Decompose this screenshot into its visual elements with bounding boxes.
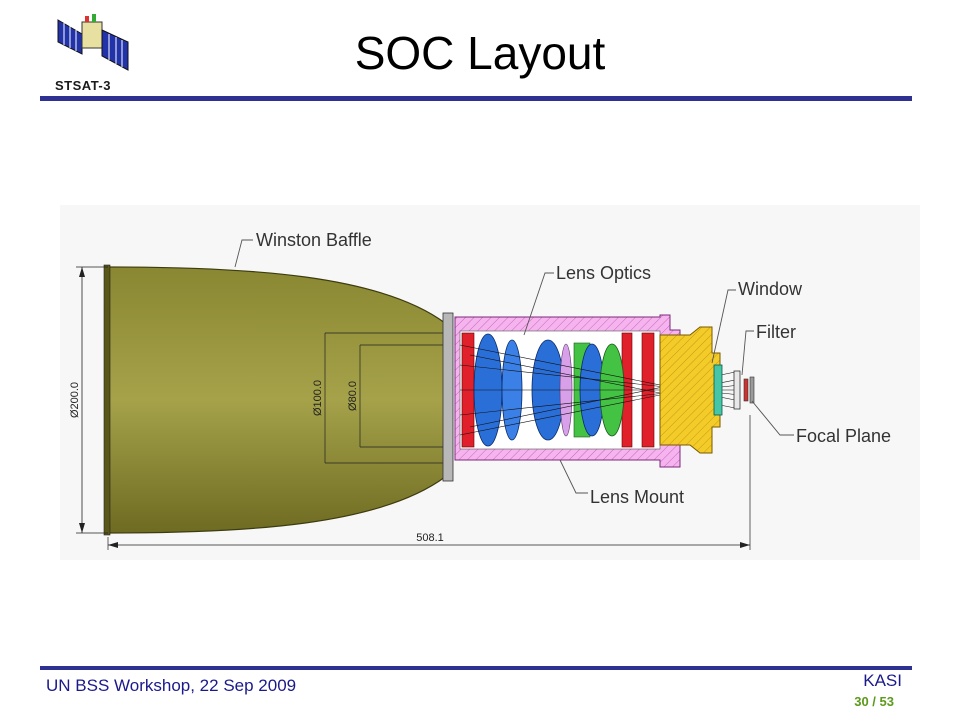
footer-org: KASI [863,671,902,690]
inner-diameter-dimension: Ø80.0 [347,381,359,411]
winston-baffle-shape [107,266,446,534]
window-label: Window [738,279,803,299]
footer-event: UN BSS Workshop, 22 Sep 2009 [46,676,297,695]
lens-optics-label: Lens Optics [556,263,651,283]
lens-mount-label: Lens Mount [590,487,684,507]
focal-plane-label: Focal Plane [796,426,891,446]
winston-baffle-label: Winston Baffle [256,230,372,250]
outer-diameter-dimension: Ø200.0 [69,382,81,418]
page-number: 30 / 53 [854,694,894,709]
detector-housing-shape [659,326,721,454]
soc-layout-diagram: Ø200.0 Ø100.0 Ø80.0 508.1 Winston Baffle… [60,205,920,560]
logo-label: STSAT-3 [55,78,111,93]
total-length-dimension: 508.1 [416,532,444,544]
filter-label: Filter [756,322,796,342]
satellite-logo-icon [57,14,129,71]
footer-divider [40,666,912,670]
mid-diameter-dimension: Ø100.0 [312,380,324,416]
header-divider [40,96,912,101]
page-title: SOC Layout [354,27,606,79]
